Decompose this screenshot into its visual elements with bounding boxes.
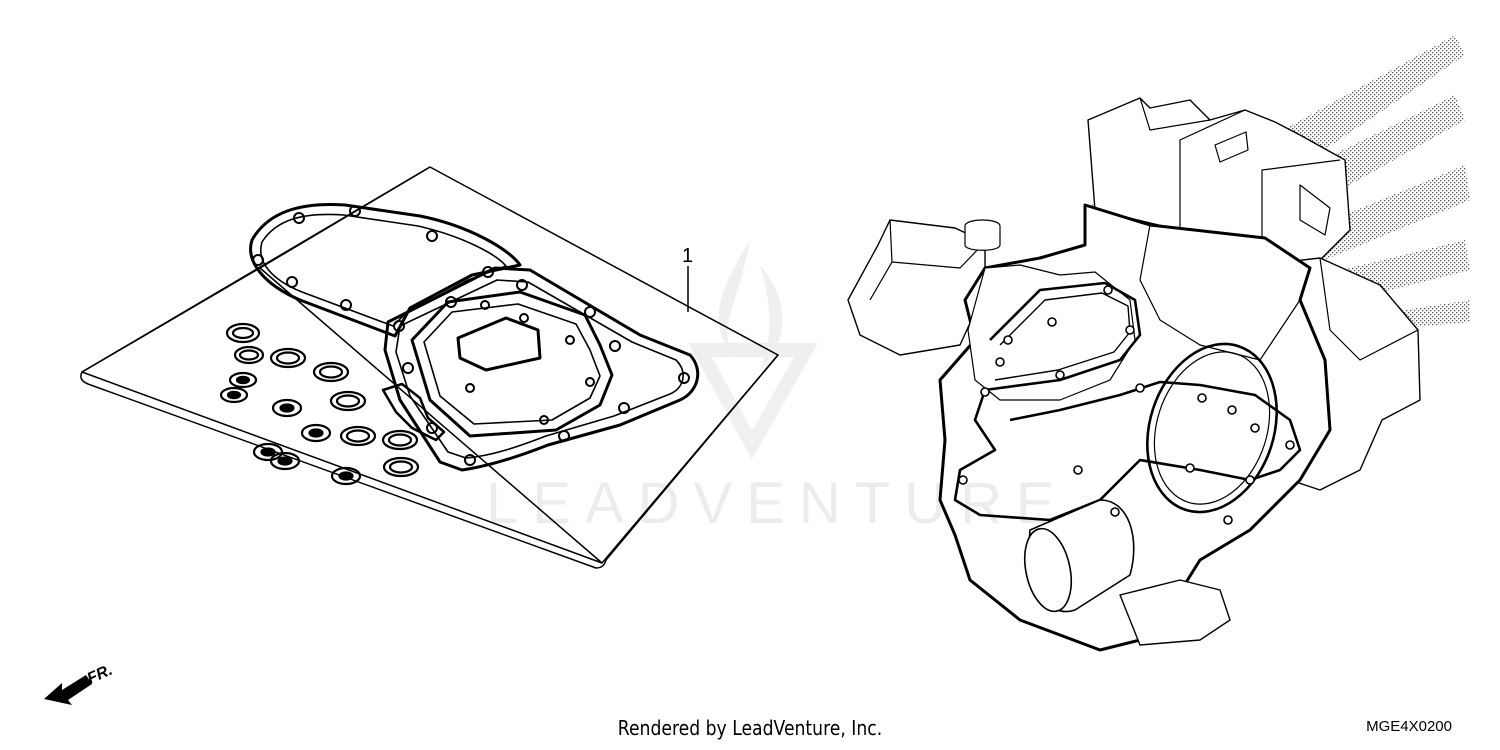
oil-pan xyxy=(1119,579,1231,646)
front-arrow-icon xyxy=(44,675,92,705)
watermark-text: LEADVENTURE xyxy=(486,471,1069,536)
crankcase-o-ring xyxy=(1146,342,1278,514)
front-direction-label: FR. xyxy=(85,662,115,688)
callout-label: 1 xyxy=(682,245,693,267)
footer-credit: Rendered by LeadVenture, Inc. xyxy=(617,716,883,740)
engine-bolt-holes xyxy=(958,285,1295,525)
plate-gasket xyxy=(456,316,542,372)
gasket-bolt-holes xyxy=(252,205,690,466)
leadventure-flame-logo-icon xyxy=(688,240,819,460)
gasket-kit-illustration xyxy=(80,166,779,569)
engine-illustration xyxy=(847,35,1470,652)
crankcase-gasket-outline xyxy=(953,281,1302,522)
o-ring-set xyxy=(219,322,420,486)
oil-pan-gasket xyxy=(383,266,700,472)
cover-gasket xyxy=(249,203,522,338)
inner-cover-gasket xyxy=(410,290,614,438)
diagram-code: MGE4X0200 xyxy=(1366,718,1452,735)
clip-gasket xyxy=(381,382,446,442)
